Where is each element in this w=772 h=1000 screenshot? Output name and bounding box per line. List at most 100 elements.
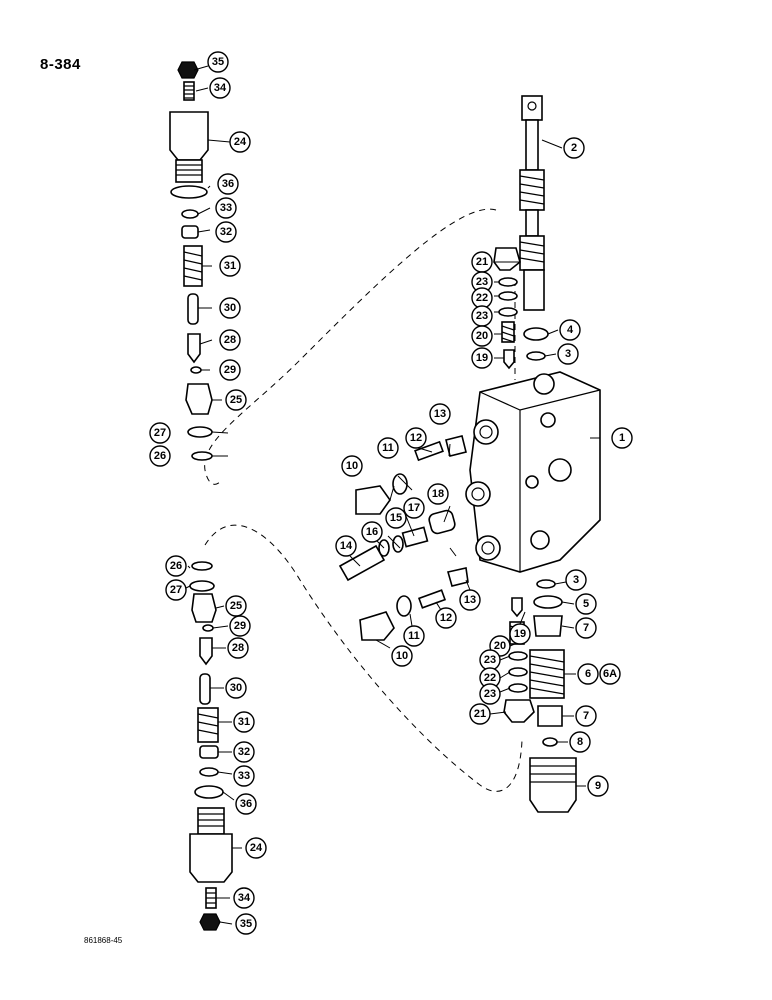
callout-label: 6A: [603, 668, 617, 680]
callout-label: 3: [565, 348, 571, 360]
port-left-middle: [465, 481, 491, 507]
callout-28-lower: 28: [227, 637, 249, 659]
backup-23-upper-a: [498, 277, 518, 287]
callout-label: 30: [230, 682, 242, 694]
callout-label: 21: [476, 256, 488, 268]
ring-33-upper: [181, 209, 199, 219]
assembly-dashed-line-upper: [204, 208, 497, 485]
callout-21-lower: 21: [469, 703, 491, 725]
callout-label: 30: [224, 302, 236, 314]
callout-25-upper: 25: [225, 389, 247, 411]
cap-24-thread-upper: [175, 159, 203, 183]
callout-label: 19: [514, 628, 526, 640]
callout-label: 6: [585, 668, 591, 680]
oring-22-lower: [508, 667, 528, 677]
ring-26-lower: [191, 561, 213, 571]
assembly-dashed-line-lower: [204, 524, 523, 792]
callout-label: 5: [583, 598, 589, 610]
callout-label: 10: [396, 650, 408, 662]
callout-19-upper: 19: [471, 347, 493, 369]
spring-12-lower: [417, 589, 447, 609]
callout-33-upper: 33: [215, 197, 237, 219]
callout-label: 15: [390, 512, 402, 524]
callout-label: 12: [440, 612, 452, 624]
callout-label: 24: [234, 136, 247, 148]
callout-15: 15: [385, 507, 407, 529]
oring-27-upper: [187, 426, 213, 438]
callout-label: 34: [214, 82, 227, 94]
callout-12-lower: 12: [435, 607, 457, 629]
callout-label: 25: [230, 600, 242, 612]
seat-32-lower: [199, 745, 219, 759]
pin-30-lower: [199, 673, 211, 705]
spool-stem: [525, 119, 539, 171]
poppet-13-upper: [445, 435, 467, 457]
callout-label: 26: [170, 560, 182, 572]
callout-24-lower: 24: [245, 837, 267, 859]
piston-18: [428, 509, 456, 535]
cap-24-upper: [169, 111, 209, 161]
callout-9: 9: [587, 775, 609, 797]
callout-label: 17: [408, 502, 420, 514]
callout-label: 2: [571, 142, 577, 154]
callout-label: 27: [170, 584, 182, 596]
nut-35-lower: [199, 913, 221, 931]
backup-23-lower-a: [508, 651, 528, 661]
seat-25-lower: [191, 593, 217, 623]
callout-label: 35: [212, 56, 224, 68]
callout-label: 28: [232, 642, 244, 654]
callout-32-lower: 32: [233, 741, 255, 763]
callout-23-lower-a: 23: [479, 649, 501, 671]
callout-label: 21: [474, 708, 486, 720]
spool-neck: [525, 209, 539, 237]
seal-4: [523, 327, 549, 341]
callout-27-lower: 27: [165, 579, 187, 601]
nut-35-upper: [177, 61, 199, 79]
backup-23-lower-b: [508, 683, 528, 693]
collar-7-lower: [537, 705, 563, 727]
figure-code: 861868-45: [84, 936, 123, 945]
oring-36-upper: [170, 185, 208, 199]
callout-29-upper: 29: [219, 359, 241, 381]
poppet-19-upper: [503, 349, 515, 370]
callout-33-lower: 33: [233, 765, 255, 787]
collar-7-upper: [533, 615, 563, 637]
ring-15: [392, 535, 404, 553]
callout-13-upper: 13: [429, 403, 451, 425]
spool-clevis: [521, 95, 543, 121]
ring-8: [542, 737, 558, 747]
callout-label: 29: [224, 364, 236, 376]
cap-24-lower: [189, 833, 233, 883]
callout-11-upper: 11: [377, 437, 399, 459]
callout-label: 4: [567, 324, 574, 336]
callout-label: 7: [583, 622, 589, 634]
callout-label: 36: [222, 178, 234, 190]
callout-34-upper: 34: [209, 77, 231, 99]
callout-24-upper: 24: [229, 131, 251, 153]
callout-label: 36: [240, 798, 252, 810]
callout-3-upper: 3: [557, 343, 579, 365]
callout-label: 25: [230, 394, 242, 406]
callout-label: 31: [224, 260, 236, 272]
callout-label: 1: [619, 432, 625, 444]
callout-label: 13: [434, 408, 446, 420]
callout-label: 18: [432, 488, 444, 500]
oring-3-lower: [536, 579, 556, 589]
callout-36-upper: 36: [217, 173, 239, 195]
callout-13-lower: 13: [459, 589, 481, 611]
callout-label: 3: [573, 574, 579, 586]
callout-label: 11: [382, 442, 394, 454]
port-front-lower: [530, 530, 550, 550]
relief-valve-upper: [169, 61, 213, 461]
callout-25-lower: 25: [225, 595, 247, 617]
callout-label: 31: [238, 716, 250, 728]
callout-12-upper: 12: [405, 427, 427, 449]
spring-17: [401, 526, 429, 548]
callout-label: 22: [484, 672, 496, 684]
callout-label: 16: [366, 526, 378, 538]
callout-7-upper: 7: [575, 617, 597, 639]
callout-label: 19: [476, 352, 488, 364]
callout-label: 32: [238, 746, 250, 758]
callout-10-lower: 10: [391, 645, 413, 667]
callout-label: 32: [220, 226, 232, 238]
